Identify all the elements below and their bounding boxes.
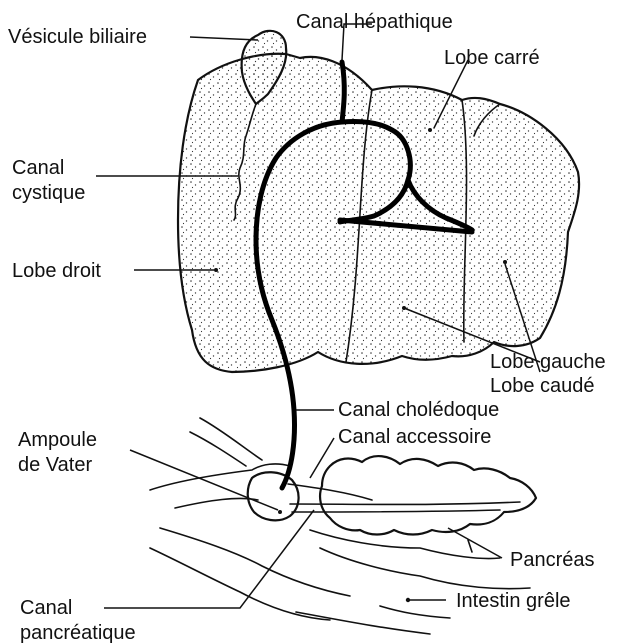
- accessory-duct: [288, 484, 372, 500]
- label-small-intestine: Intestin grêle: [456, 590, 571, 612]
- label-pancreatic-duct-line1: Canal: [20, 597, 72, 619]
- label-ampulla-line1: Ampoule: [18, 429, 97, 451]
- label-quadrate-lobe: Lobe carré: [444, 47, 540, 69]
- ampulla-of-vater: [248, 472, 299, 520]
- label-left-lobe: Lobe gauche: [490, 351, 606, 373]
- label-hepatic-duct: Canal hépathique: [296, 11, 453, 33]
- label-right-lobe: Lobe droit: [12, 260, 101, 282]
- label-cystic-duct-line2: cystique: [12, 182, 85, 204]
- label-cystic-duct-line1: Canal: [12, 157, 64, 179]
- label-accessory-duct: Canal accessoire: [338, 426, 491, 448]
- label-ampulla-line2: de Vater: [18, 454, 92, 476]
- label-gallbladder: Vésicule biliaire: [8, 26, 147, 48]
- hepatic-duct-upper: [342, 62, 344, 122]
- label-pancreatic-duct-line2: pancréatique: [20, 622, 136, 644]
- label-pancreas: Pancréas: [510, 549, 595, 571]
- label-common-bile-duct: Canal cholédoque: [338, 399, 499, 421]
- pancreatic-duct: [290, 502, 520, 505]
- label-caudate-lobe: Lobe caudé: [490, 375, 595, 397]
